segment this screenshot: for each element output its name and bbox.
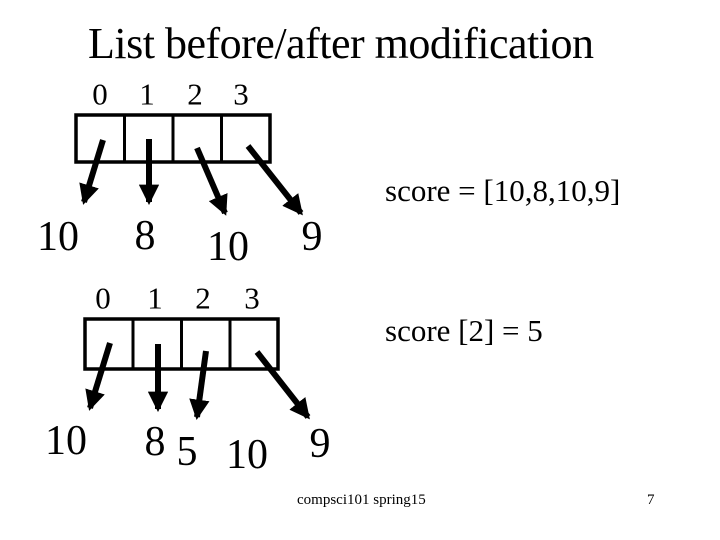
- cell-value: 9: [309, 421, 331, 467]
- cell-value: 10: [207, 224, 249, 270]
- cell-value: 9: [301, 214, 323, 260]
- pointer-arrow-after-0: [85, 342, 113, 411]
- index-label: 0: [95, 280, 111, 316]
- pointer-arrow-before-0: [79, 139, 106, 205]
- pointer-arrow-before-2: [194, 146, 228, 216]
- index-label: 0: [92, 76, 108, 112]
- footer-course-label: compsci101 spring15: [297, 492, 426, 508]
- array-box-after: [83, 317, 311, 421]
- score-update-caption: score [2] = 5: [385, 313, 543, 348]
- cell-value: 8: [134, 213, 156, 259]
- pointer-arrow-before-3: [245, 144, 304, 216]
- page-title: List before/after modification: [88, 19, 594, 68]
- pointer-arrow-after-2: [189, 350, 210, 421]
- index-label: 2: [195, 280, 211, 316]
- pointer-arrow-after-3: [254, 350, 311, 420]
- array-box-before: [74, 113, 304, 216]
- index-label: 1: [139, 76, 155, 112]
- cell-value: 8: [144, 419, 166, 465]
- score-assignment-caption: score = [10,8,10,9]: [385, 173, 621, 208]
- index-label: 1: [147, 280, 163, 316]
- cell-value: 10: [226, 432, 268, 478]
- page-number: 7: [647, 492, 655, 508]
- cell-value: 5: [176, 429, 198, 475]
- index-label: 3: [233, 76, 249, 112]
- index-label: 2: [187, 76, 203, 112]
- cell-value: 10: [45, 418, 87, 464]
- index-label: 3: [244, 280, 260, 316]
- cell-value: 10: [37, 214, 79, 260]
